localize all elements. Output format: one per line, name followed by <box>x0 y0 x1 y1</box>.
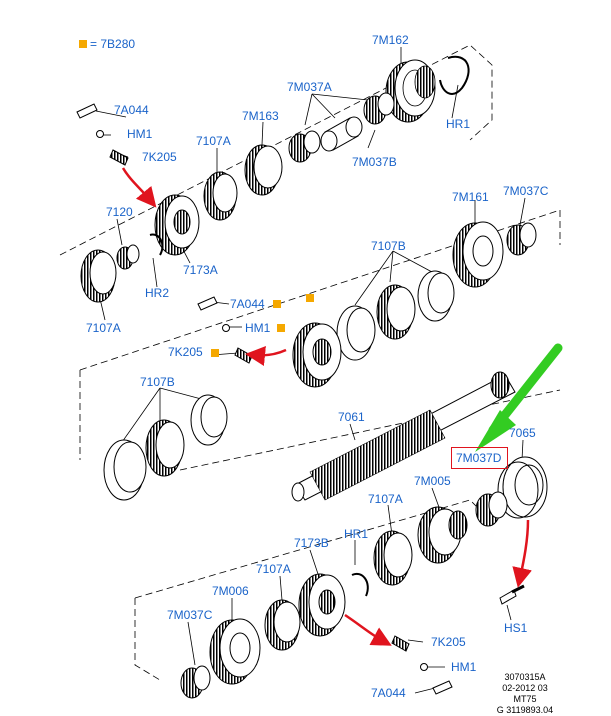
label-7065: 7065 <box>509 426 536 440</box>
key-7a044-top <box>76 103 98 119</box>
label-7m161: 7M161 <box>452 190 489 204</box>
label-7a044-top: 7A044 <box>114 103 149 117</box>
highlight-box-7m037d <box>451 447 508 469</box>
bolt-hs1 <box>499 584 525 605</box>
label-7173b: 7173B <box>294 536 329 550</box>
footer-line3: MT75 <box>513 694 537 704</box>
arrow-to-bolt <box>512 519 532 588</box>
red-arrows <box>121 167 532 646</box>
gear-7m161 <box>452 221 504 288</box>
label-7107a-top: 7107A <box>196 134 231 148</box>
key-7a044-bot <box>432 680 453 695</box>
label-7m037b: 7M037B <box>352 155 397 169</box>
label-7107a-mid: 7107A <box>368 492 403 506</box>
sleeve-7m037b <box>320 116 363 152</box>
marker-hm1-mid <box>277 324 285 332</box>
label-hm1-mid: HM1 <box>245 321 271 335</box>
gear-7m005 <box>417 506 468 564</box>
mainshaft-7061 <box>291 371 516 502</box>
label-hr1-mid: HR1 <box>344 527 369 541</box>
marker-7k205-mid <box>211 349 219 357</box>
bearing-7120 <box>116 244 140 270</box>
arrow-to-hub-top <box>121 167 157 208</box>
bearing-7m037c-bot <box>180 665 211 699</box>
label-7m037a: 7M037A <box>287 80 332 94</box>
legend-marker <box>79 40 87 48</box>
sync-7107b-top <box>336 270 455 361</box>
bearing-7m037a <box>288 92 395 163</box>
circlip-hr2 <box>149 233 164 256</box>
gear-7m006 <box>209 618 261 685</box>
label-7061: 7061 <box>338 410 365 424</box>
footer-ref: 3070315A 02-2012 03 MT75 G 3119893.04 <box>495 672 555 713</box>
legend-text: = 7B280 <box>90 37 136 51</box>
footer-line4: G 3119893.04 <box>496 705 554 713</box>
ball-hm1-bot <box>420 663 428 671</box>
arrow-to-spring-bot <box>344 613 392 646</box>
spring-7k205-mid <box>234 347 253 364</box>
ring-7m163 <box>244 144 283 196</box>
label-hm1-bot: HM1 <box>451 660 477 674</box>
label-hr2: HR2 <box>145 286 170 300</box>
label-7k205-mid: 7K205 <box>168 345 203 359</box>
label-7a044-bot: 7A044 <box>371 686 406 700</box>
key-7a044-mid <box>197 296 218 311</box>
bearing-7m037c-top <box>506 222 537 256</box>
circlip-hr1-mid <box>351 572 369 597</box>
label-7m005: 7M005 <box>414 474 451 488</box>
footer-line2: 02-2012 03 <box>502 683 548 693</box>
label-7k205-bot: 7K205 <box>431 635 466 649</box>
bearing-7065 <box>497 456 548 519</box>
label-7m037c-bot: 7M037C <box>167 608 213 622</box>
footer-line1: 3070315A <box>504 672 546 682</box>
label-hm1-top: HM1 <box>127 127 153 141</box>
label-hr1-top: HR1 <box>446 117 471 131</box>
gear-7m162 <box>385 59 436 123</box>
label-7107a-left: 7107A <box>86 321 121 335</box>
label-7m006: 7M006 <box>212 584 249 598</box>
ball-hm1-mid <box>222 324 230 332</box>
sync-7107b-mid <box>103 394 228 501</box>
marker-hub-mid <box>306 294 314 302</box>
label-7m037d: 7M037D <box>456 451 502 465</box>
hub-middle <box>292 322 342 388</box>
ball-hm1-top <box>96 130 104 138</box>
sync-ring-7107a-left <box>80 249 117 303</box>
label-7107b-mid: 7107B <box>140 375 175 389</box>
marker-7a044-mid <box>273 300 281 308</box>
label-7120: 7120 <box>106 205 133 219</box>
snap-ring-hr1-top <box>439 55 470 95</box>
green-callout-arrow <box>475 343 563 452</box>
hub-7173b <box>298 573 346 637</box>
label-7173a: 7173A <box>183 263 218 277</box>
sync-ring-7107a-top <box>203 171 238 221</box>
label-7107b-top: 7107B <box>371 239 406 253</box>
bearing-7m037d <box>475 491 508 527</box>
arrow-to-spring-mid <box>245 346 287 366</box>
sync-7107a-bot <box>264 599 301 651</box>
spring-7k205-bot <box>391 635 410 652</box>
label-7k205-top: 7K205 <box>142 150 177 164</box>
label-hs1: HS1 <box>504 621 528 635</box>
hub-7173a <box>154 194 200 256</box>
label-7m037c-top: 7M037C <box>503 184 549 198</box>
sync-7107a-mid <box>373 530 413 586</box>
label-7m163: 7M163 <box>242 109 279 123</box>
label-7a044-mid: 7A044 <box>230 297 265 311</box>
label-7m162: 7M162 <box>372 33 409 47</box>
label-7107a-bot: 7107A <box>256 562 291 576</box>
spring-7k205-top <box>109 149 129 166</box>
